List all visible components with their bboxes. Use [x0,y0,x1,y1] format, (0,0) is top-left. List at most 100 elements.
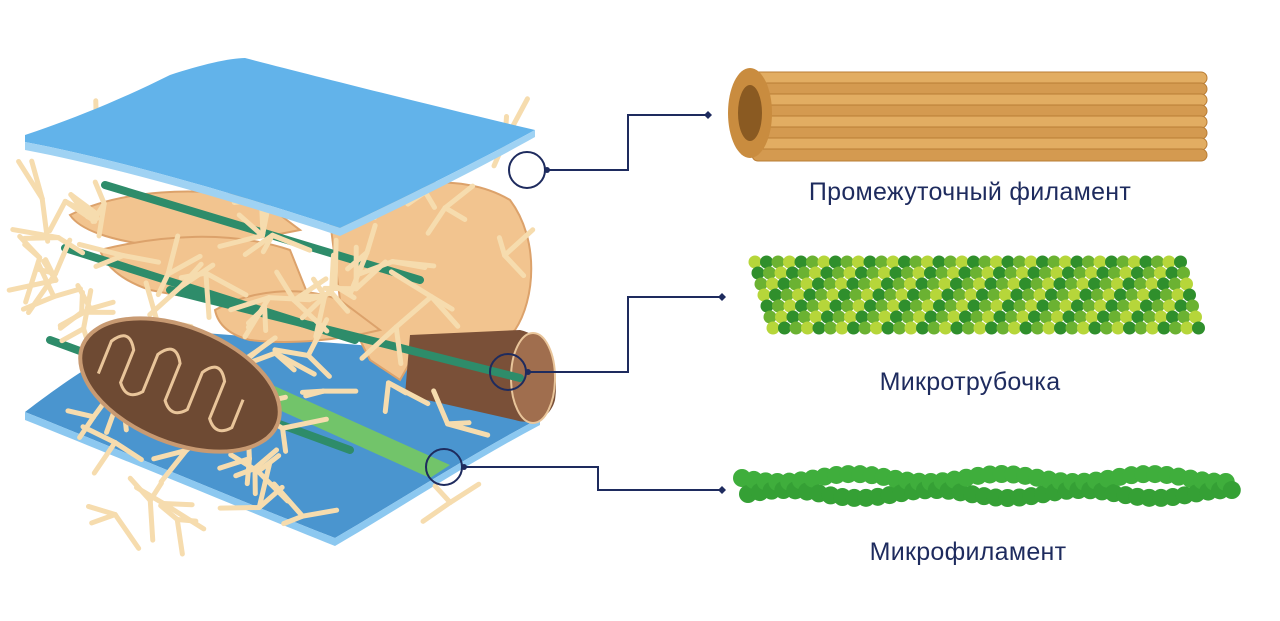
tubulin-bead [1171,288,1185,302]
network-strand [385,380,409,396]
tubulin-bead [939,321,952,335]
tubulin-bead [1111,321,1125,335]
tubulin-bead [1116,255,1130,269]
tubulin-bead [1099,277,1113,291]
tubulin-bead [1088,321,1102,335]
tubulin-bead [840,255,854,269]
tubulin-bead [921,299,935,313]
tubulin-bead [996,321,1010,335]
label-microfilament: Микрофиламент [869,538,1067,566]
tubulin-bead [1082,299,1096,313]
network-strand [120,253,162,265]
tubulin-bead [789,277,802,291]
network-strand [165,253,203,277]
network-strand [442,205,468,222]
tubulin-bead [967,255,980,269]
network-strand [81,288,94,332]
tubulin-bead [754,277,768,291]
filament-strand [751,82,1208,96]
tubulin-bead [1045,288,1058,302]
network-strand [55,235,86,256]
tubulin-bead [1180,321,1194,335]
network-strand [217,233,265,249]
tubulin-bead [890,310,903,324]
tubulin-bead [993,266,1006,280]
network-strand [147,480,164,504]
tubulin-bead [797,266,811,280]
tubulin-bead [947,310,961,324]
network-strand [357,259,395,277]
tubulin-bead [832,310,846,324]
tubulin-bead [886,255,900,269]
tubulin-bead [927,277,940,291]
tubulin-bead [889,266,903,280]
tubulin-bead [1131,266,1144,280]
tubulin-bead [803,288,817,302]
tubulin-bead [1105,255,1118,269]
tubulin-bead [970,310,984,324]
network-strand [91,439,118,476]
tubulin-bead [964,288,978,302]
tubulin-bead [763,266,776,280]
tubulin-bead [757,288,771,302]
network-strand [47,198,68,234]
tubulin-bead [878,310,892,324]
tubulin-bead [895,288,909,302]
network-strand [431,388,451,427]
network-strand [496,235,508,258]
tubulin-bead [1146,321,1159,335]
tubulin-bead [1002,299,1015,313]
tubulin-bead [820,266,834,280]
tubulin-bead [783,255,796,269]
tubulin-bead [866,266,880,280]
network-strand [92,179,107,207]
network-strand [256,460,273,510]
network-strand [147,498,156,543]
network-strand [502,252,527,279]
tubulin-bead [904,321,918,335]
tubulin-bead [1047,255,1061,269]
filament-strand [751,71,1208,85]
network-strand [160,500,207,532]
tubulin-bead [774,266,788,280]
network-strand [280,416,329,431]
network-strand [389,259,437,269]
tubulin-bead [938,277,952,291]
tubulin-bead [823,277,837,291]
tubulin-bead [1031,321,1044,335]
tubulin-bead [961,277,975,291]
tubulin-bead [970,266,983,280]
tubulin-bead [806,255,819,269]
tubulin-bead [818,299,831,313]
tubulin-bead [1062,310,1076,324]
tubulin-bead [1079,288,1093,302]
tubulin-bead [824,321,837,335]
tubulin-bead [838,288,851,302]
tubulin-bead [829,255,842,269]
tubulin-bead [915,277,929,291]
tubulin-bead [1123,321,1136,335]
tubulin-bead [846,277,860,291]
network-strand [447,481,482,505]
tubulin-bead [751,266,765,280]
tubulin-bead [999,288,1012,302]
tubulin-bead [1036,255,1049,269]
tubulin-bead [955,255,969,269]
network-strand [174,516,185,557]
tubulin-bead [893,321,906,335]
network-strand [445,420,472,427]
tubulin-bead [1096,266,1110,280]
tubulin-bead [1082,255,1095,269]
network-strand [65,408,97,420]
tubulin-bead [1192,321,1205,335]
tubulin-bead [1042,277,1055,291]
tubulin-bead [1056,288,1070,302]
tubulin-bead [1108,266,1121,280]
tubulin-bead [1114,288,1127,302]
tubulin-bead [956,299,969,313]
network-strand [305,353,332,379]
network-strand [303,388,326,399]
network-strand [233,465,258,479]
tubulin-bead [775,310,788,324]
tubulin-bead [973,277,986,291]
